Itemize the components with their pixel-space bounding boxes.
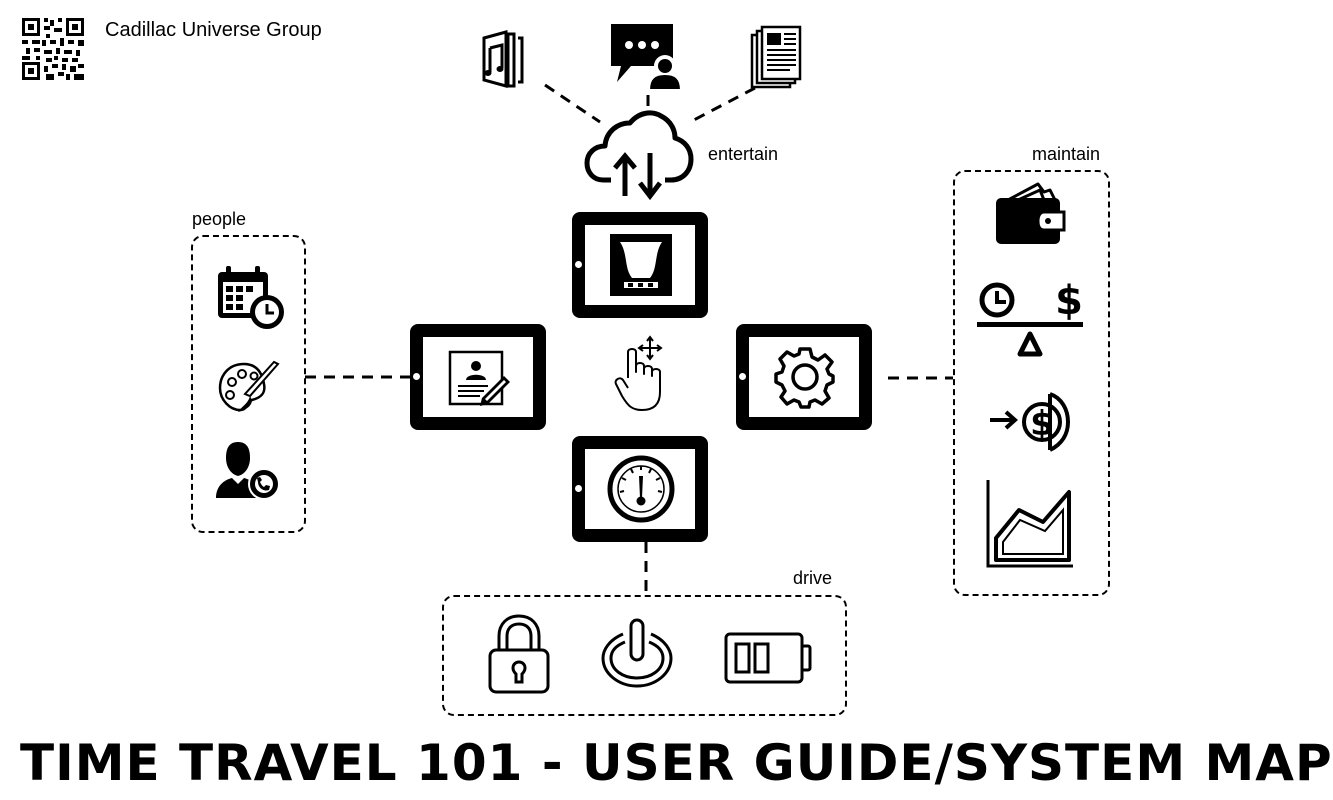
calendar-clock-icon xyxy=(216,264,286,332)
qr-code-icon xyxy=(22,18,84,80)
profile-edit-icon xyxy=(448,350,510,408)
news-document-icon xyxy=(750,25,802,91)
battery-icon xyxy=(724,630,814,686)
entertain-label: entertain xyxy=(708,144,779,164)
padlock-icon xyxy=(487,614,551,696)
tablet-theater[interactable] xyxy=(572,212,708,318)
area-chart-icon xyxy=(985,480,1075,570)
maintain-group xyxy=(953,170,1110,596)
maintain-label: maintain xyxy=(1032,144,1101,164)
payment-in-icon: $ xyxy=(988,388,1074,452)
wallet-icon xyxy=(994,180,1066,246)
page-title: TIME TRAVEL 101 - USER GUIDE/SYSTEM MAP xyxy=(20,734,1333,792)
drive-group xyxy=(442,595,847,716)
people-group xyxy=(191,235,306,533)
contact-call-icon xyxy=(214,440,282,502)
svg-text:$: $ xyxy=(1030,404,1054,444)
paint-palette-icon xyxy=(218,360,280,416)
tablet-gauge[interactable] xyxy=(572,436,708,542)
power-icon xyxy=(601,618,675,688)
tablet-button xyxy=(575,485,582,492)
people-label: people xyxy=(192,209,247,229)
tablet-button xyxy=(413,373,420,380)
tablet-button xyxy=(739,373,746,380)
drive-label: drive xyxy=(793,568,833,588)
connector-lines xyxy=(305,83,953,596)
cloud-sync-icon xyxy=(584,108,695,206)
theater-stage-icon xyxy=(610,234,672,296)
music-library-icon xyxy=(478,28,544,88)
gear-icon xyxy=(772,344,838,410)
tablet-button xyxy=(575,261,582,268)
tablet-profile[interactable] xyxy=(410,324,546,430)
time-money-balance-icon: $ xyxy=(975,278,1085,360)
gauge-icon xyxy=(606,454,676,524)
chat-user-icon xyxy=(609,22,683,92)
touch-gesture-icon xyxy=(614,335,670,414)
svg-text:$: $ xyxy=(1055,278,1083,324)
company-name: Cadillac Universe Group xyxy=(105,19,322,41)
tablet-settings[interactable] xyxy=(736,324,872,430)
